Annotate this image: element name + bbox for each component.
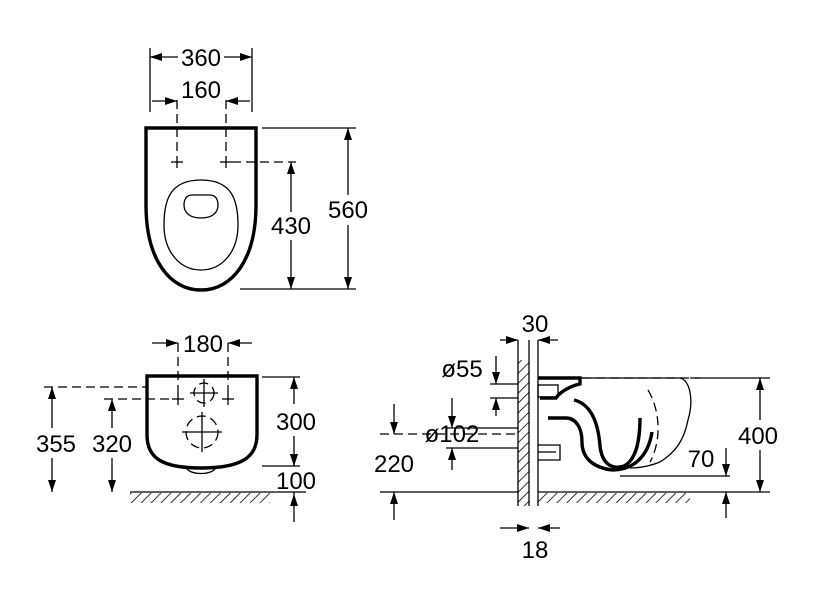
bowl-outline-top (144, 126, 258, 292)
inlet-pipe-side (537, 384, 559, 398)
dim-inlet-diameter: ø55 (441, 356, 482, 383)
dim-bowl-height: 300 (276, 409, 316, 436)
outlet-pipe-side (538, 444, 561, 461)
dim-overall-length: 560 (328, 197, 368, 224)
dim-rim-height: 400 (738, 423, 778, 450)
fixing-point-right (220, 156, 232, 168)
bowl-shell-side (573, 398, 642, 469)
dim-outlet-height: 220 (374, 451, 414, 478)
top-view: 360 160 560 430 (144, 45, 368, 292)
bowl-outline-front (145, 374, 259, 470)
bowl-profile-side (538, 376, 582, 400)
dim-fixing-height: 320 (92, 431, 132, 458)
front-view: 180 355 320 300 100 (36, 331, 316, 522)
dim-floor-clearance: 100 (276, 468, 316, 495)
dim-fixing-centers-top: 160 (181, 77, 221, 104)
side-view: 30 18 ø55 (374, 311, 778, 564)
dim-fixing-centers-front: 180 (183, 331, 223, 358)
dim-wall-offset: 30 (522, 311, 549, 338)
bowl-foot-front (185, 465, 217, 475)
dim-trap-depth: 70 (688, 446, 715, 473)
bowl-rim-side (580, 377, 692, 469)
wall-hatch (518, 360, 529, 506)
flush-outlet-top (183, 194, 219, 219)
floor-hatch-front (130, 493, 270, 503)
dim-total-height: 355 (36, 431, 76, 458)
dim-overall-width: 360 (181, 45, 221, 72)
dim-outlet-diameter: ø102 (425, 421, 480, 448)
dim-fixing-depth: 430 (271, 213, 311, 240)
dim-wall-thickness: 18 (522, 537, 549, 564)
floor-hatch-side (538, 493, 690, 503)
bowl-opening-top (163, 179, 239, 271)
fixing-point-left (171, 156, 183, 168)
fixing-points-front (172, 393, 234, 405)
